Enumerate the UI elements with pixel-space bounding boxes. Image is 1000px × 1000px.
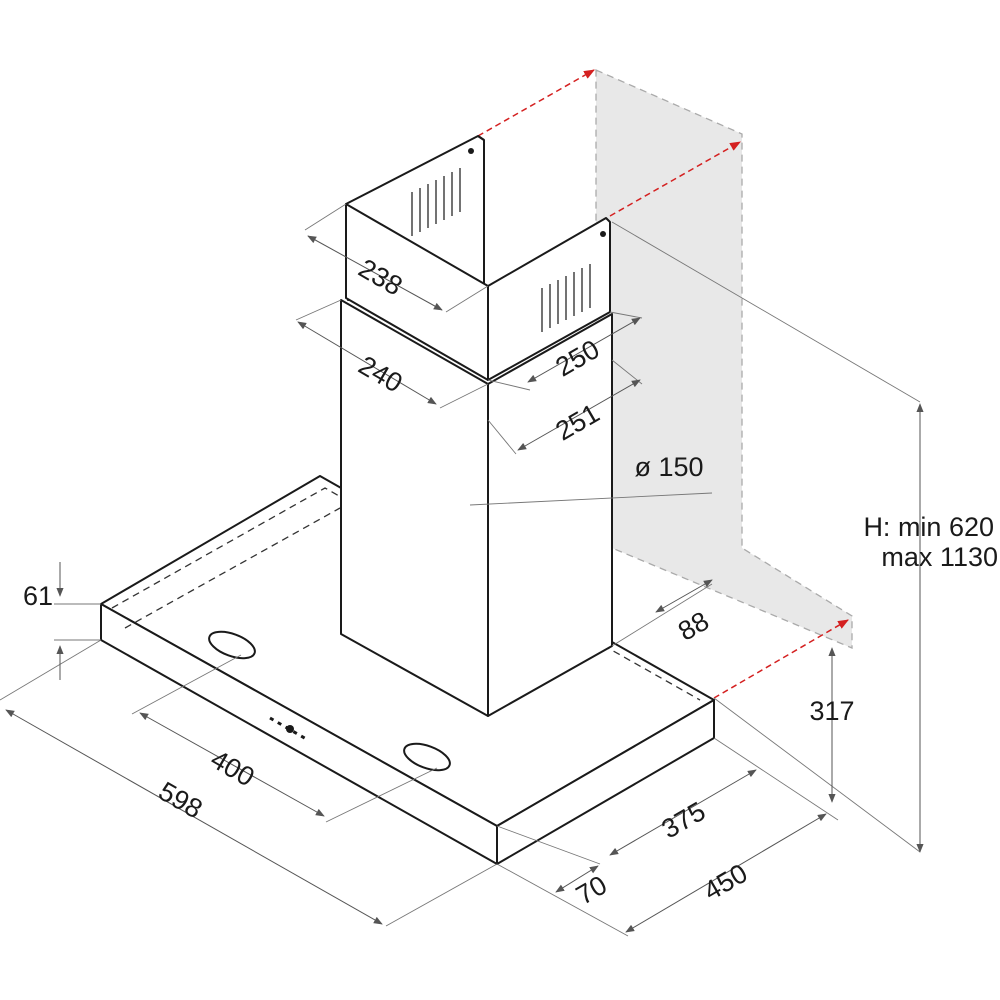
label-hood-height: 61 [23,581,53,611]
label-front-offset: 70 [571,870,612,911]
label-total-height-max: max 1130 [881,542,998,572]
label-hood-depth: 450 [698,858,752,907]
vent-slots-back [411,168,461,236]
mounting-wall [595,69,853,649]
dimension-lines [5,235,924,933]
grease-filter-right [403,742,451,772]
label-wall-to-chimney: 375 [656,796,710,845]
label-filter-spacing: 400 [205,744,259,793]
label-hood-to-wall-height: 317 [809,696,854,726]
label-total-height-min: H: min 620 [863,512,994,542]
grease-filter-left [208,630,256,660]
wall-reference-arrows [477,69,849,699]
label-outlet-diameter: ø 150 [634,452,703,482]
extension-lines [0,203,921,937]
label-hood-width: 598 [153,776,207,825]
label-outlet-offset: 88 [673,606,714,647]
